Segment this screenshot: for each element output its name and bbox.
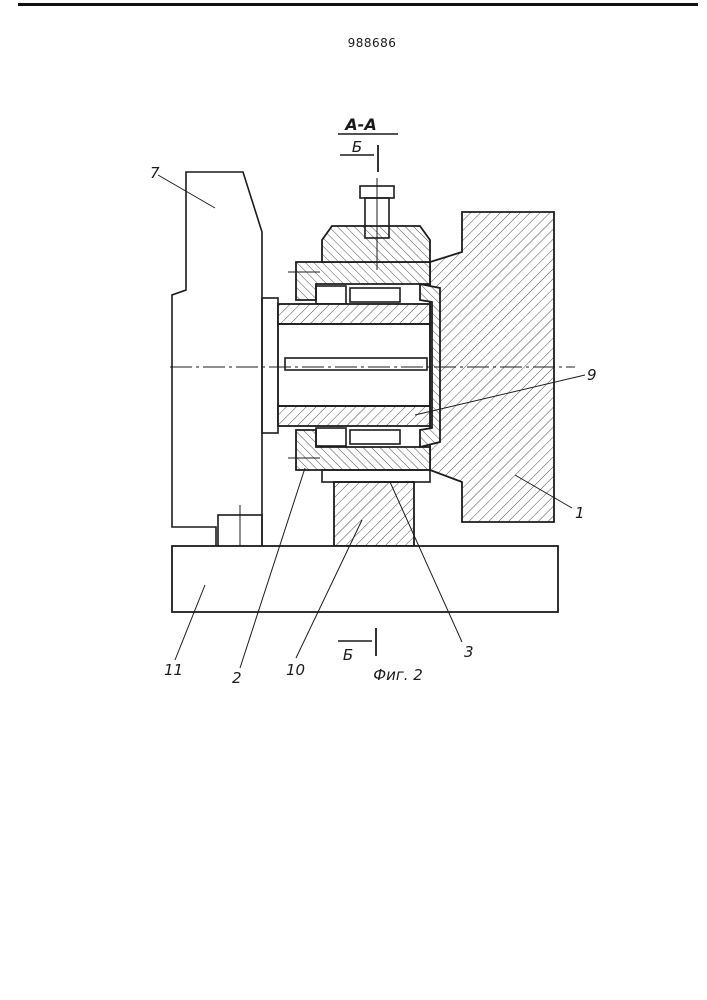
label-1: 1 — [575, 504, 585, 522]
figure-caption: Фиг. 2 — [373, 666, 423, 684]
label-10: 10 — [286, 661, 305, 679]
upper-spacer — [316, 286, 346, 304]
part-7-housing — [172, 172, 262, 548]
label-2: 2 — [232, 669, 242, 687]
label-9: 9 — [587, 366, 597, 384]
shaft-key — [285, 358, 427, 370]
upper-roller — [350, 288, 400, 302]
top-clamp-plate — [322, 226, 430, 262]
lower-spacer — [316, 428, 346, 446]
part-7-flange — [262, 298, 278, 433]
part-9-shaft-bore — [278, 324, 430, 406]
part-9-shaft-upper — [278, 304, 430, 324]
part-11-base — [172, 546, 558, 612]
lower-roller — [350, 430, 400, 444]
label-3: 3 — [464, 643, 474, 661]
part-10-support — [334, 482, 414, 546]
top-border — [18, 3, 698, 6]
part-3-rib — [322, 470, 430, 482]
label-7: 7 — [150, 164, 160, 182]
cut-mark-top: Б — [352, 138, 362, 156]
label-11: 11 — [164, 661, 183, 679]
patent-number: 988686 — [348, 36, 397, 50]
part-9-shaft-lower — [278, 406, 430, 426]
section-title: А-А — [343, 115, 376, 134]
cut-mark-bottom: Б — [343, 646, 353, 664]
